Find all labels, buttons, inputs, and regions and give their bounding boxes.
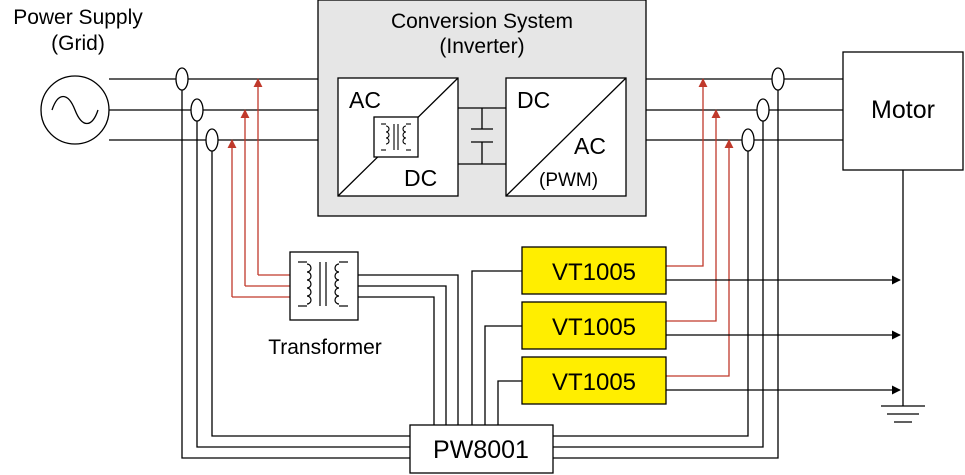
input-current-sensors <box>175 67 410 459</box>
conversion-system-title: Conversion System <box>391 10 573 33</box>
sensor-box-1: VT1005 <box>521 246 667 295</box>
inverter-pwm-label: (PWM) <box>539 170 598 191</box>
motor-box <box>842 51 964 171</box>
inverter-ac-label: AC <box>574 133 606 159</box>
power-analyzer-box: PW8001 <box>409 424 554 474</box>
transformer-icon <box>289 251 359 321</box>
sensor-output-arrows <box>666 275 901 395</box>
power-analyzer-label: PW8001 <box>433 436 529 464</box>
sensor-label: VT1005 <box>552 369 636 396</box>
output-voltage-taps <box>666 78 734 377</box>
sensor-feed-wires <box>471 270 522 425</box>
power-supply-sublabel: (Grid) <box>51 32 105 55</box>
sensor-label: VT1005 <box>552 259 636 286</box>
sensor-box-3: VT1005 <box>521 356 667 405</box>
rectifier-block: AC DC <box>337 77 459 197</box>
inverter-dc-label: DC <box>517 87 550 113</box>
rectifier-dc-label: DC <box>404 165 437 191</box>
sensor-label: VT1005 <box>552 314 636 341</box>
ac-source-icon <box>40 75 110 145</box>
rectifier-ac-label: AC <box>349 87 381 113</box>
ground-icon <box>881 170 925 423</box>
inverter-block: DC AC (PWM) <box>505 77 627 197</box>
transformer-label: Transformer <box>268 336 382 359</box>
motor-label: Motor <box>871 96 935 124</box>
input-voltage-taps <box>227 78 290 298</box>
dc-link-capacitor <box>458 107 506 165</box>
power-supply-label: Power Supply <box>13 6 143 29</box>
sensor-box-2: VT1005 <box>521 301 667 350</box>
output-current-sensors <box>553 67 785 459</box>
transformer-output-wires <box>358 274 459 425</box>
small-transformer-icon <box>381 123 411 151</box>
conversion-system-subtitle: (Inverter) <box>439 35 524 58</box>
